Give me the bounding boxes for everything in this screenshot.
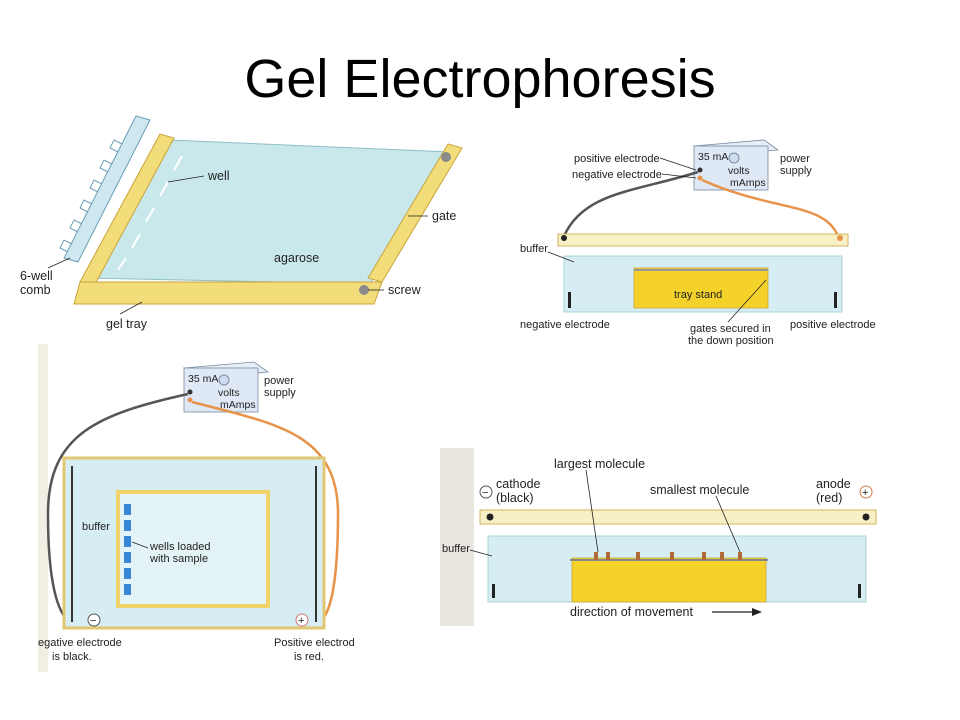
loaded-wells [124, 504, 131, 595]
tray-stand-label: tray stand [674, 289, 722, 301]
well-label: well [207, 169, 230, 183]
cathode-label-1: cathode [496, 477, 541, 491]
comb-label-2: comb [20, 283, 51, 297]
smallest-molecule-label: smallest molecule [650, 483, 749, 497]
volts-label: volts [728, 165, 750, 177]
positive-note-1: Positive electrod [274, 637, 355, 649]
side-view-panel: 35 mA volts mAmps positive electrode neg… [484, 132, 900, 350]
comb-label-1: 6-well [20, 269, 53, 283]
positive-note-2: is red. [294, 651, 324, 663]
negative-note-2: is black. [52, 651, 92, 663]
positive-electrode-label: positive electrode [574, 153, 660, 165]
largest-molecule-label: largest molecule [554, 457, 645, 471]
mAmps-label-top: mAmps [220, 399, 256, 411]
anode-label-1: anode [816, 477, 851, 491]
wells-loaded-2: with sample [149, 553, 208, 565]
dna-bands [594, 552, 742, 560]
comb-shape [63, 115, 151, 263]
negative-electrode-label: negative electrode [572, 169, 662, 181]
cathode-label-2: (black) [496, 491, 534, 505]
buffer-label-top: buffer [82, 521, 110, 533]
agarose-label: agarose [274, 251, 319, 265]
gates-label-2: the down position [688, 335, 774, 347]
tray-front [73, 281, 383, 305]
negative-wire [562, 170, 699, 237]
volts-label-top: volts [218, 387, 240, 399]
mA-readout: 35 mA [698, 151, 728, 163]
svg-text:+: + [298, 615, 304, 627]
wells [117, 155, 183, 271]
gel-tray-diagram: 6-well comb well gate agarose screw gel … [18, 112, 478, 342]
side-view-diagram: 35 mA volts mAmps positive electrode neg… [520, 139, 876, 347]
run-lid [479, 509, 877, 525]
top-view-diagram: 35 mA volts mAmps power supply − + buffe… [38, 344, 355, 672]
negative-note-1: egative electrode [38, 637, 122, 649]
screw-label: screw [388, 283, 422, 297]
power-supply-label-1: power [780, 153, 810, 165]
positive-wire-top [191, 400, 340, 623]
gates-label-1: gates secured in [690, 323, 771, 335]
direction-label: direction of movement [570, 605, 694, 619]
gel-tray-panel: 6-well comb well gate agarose screw gel … [18, 112, 478, 342]
buffer-label: buffer [520, 243, 548, 255]
negative-wire-top [46, 392, 189, 624]
tray-stand [633, 267, 769, 309]
svg-text:−: − [482, 487, 488, 499]
top-view-panel: 35 mA volts mAmps power supply − + buffe… [38, 344, 368, 672]
inner-gel-tray [116, 490, 270, 608]
run-buffer-label: buffer [442, 543, 470, 555]
power-supply-box-top [183, 367, 259, 413]
svg-text:+: + [862, 487, 868, 499]
slide-title: Gel Electrophoresis [244, 49, 716, 109]
gel-tray-label: gel tray [106, 317, 148, 331]
chamber-lid [557, 233, 849, 247]
power-supply-top-2: supply [264, 387, 296, 399]
mAmps-label: mAmps [730, 177, 766, 189]
power-supply-label-2: supply [780, 165, 812, 177]
running-gel-diagram: − + largest molecule smallest molecule c… [440, 448, 877, 626]
gate-label: gate [432, 209, 456, 223]
wells-loaded-1: wells loaded [149, 541, 211, 553]
negative-bottom-label: negative electrode [520, 319, 610, 331]
power-supply-top-1: power [264, 375, 294, 387]
mA-readout-top: 35 mA [188, 373, 218, 385]
positive-bottom-label: positive electrode [790, 319, 876, 331]
running-gel-panel: − + largest molecule smallest molecule c… [440, 448, 888, 626]
positive-wire [701, 178, 840, 237]
svg-text:−: − [90, 615, 96, 627]
anode-label-2: (red) [816, 491, 842, 505]
run-gel [571, 557, 767, 603]
